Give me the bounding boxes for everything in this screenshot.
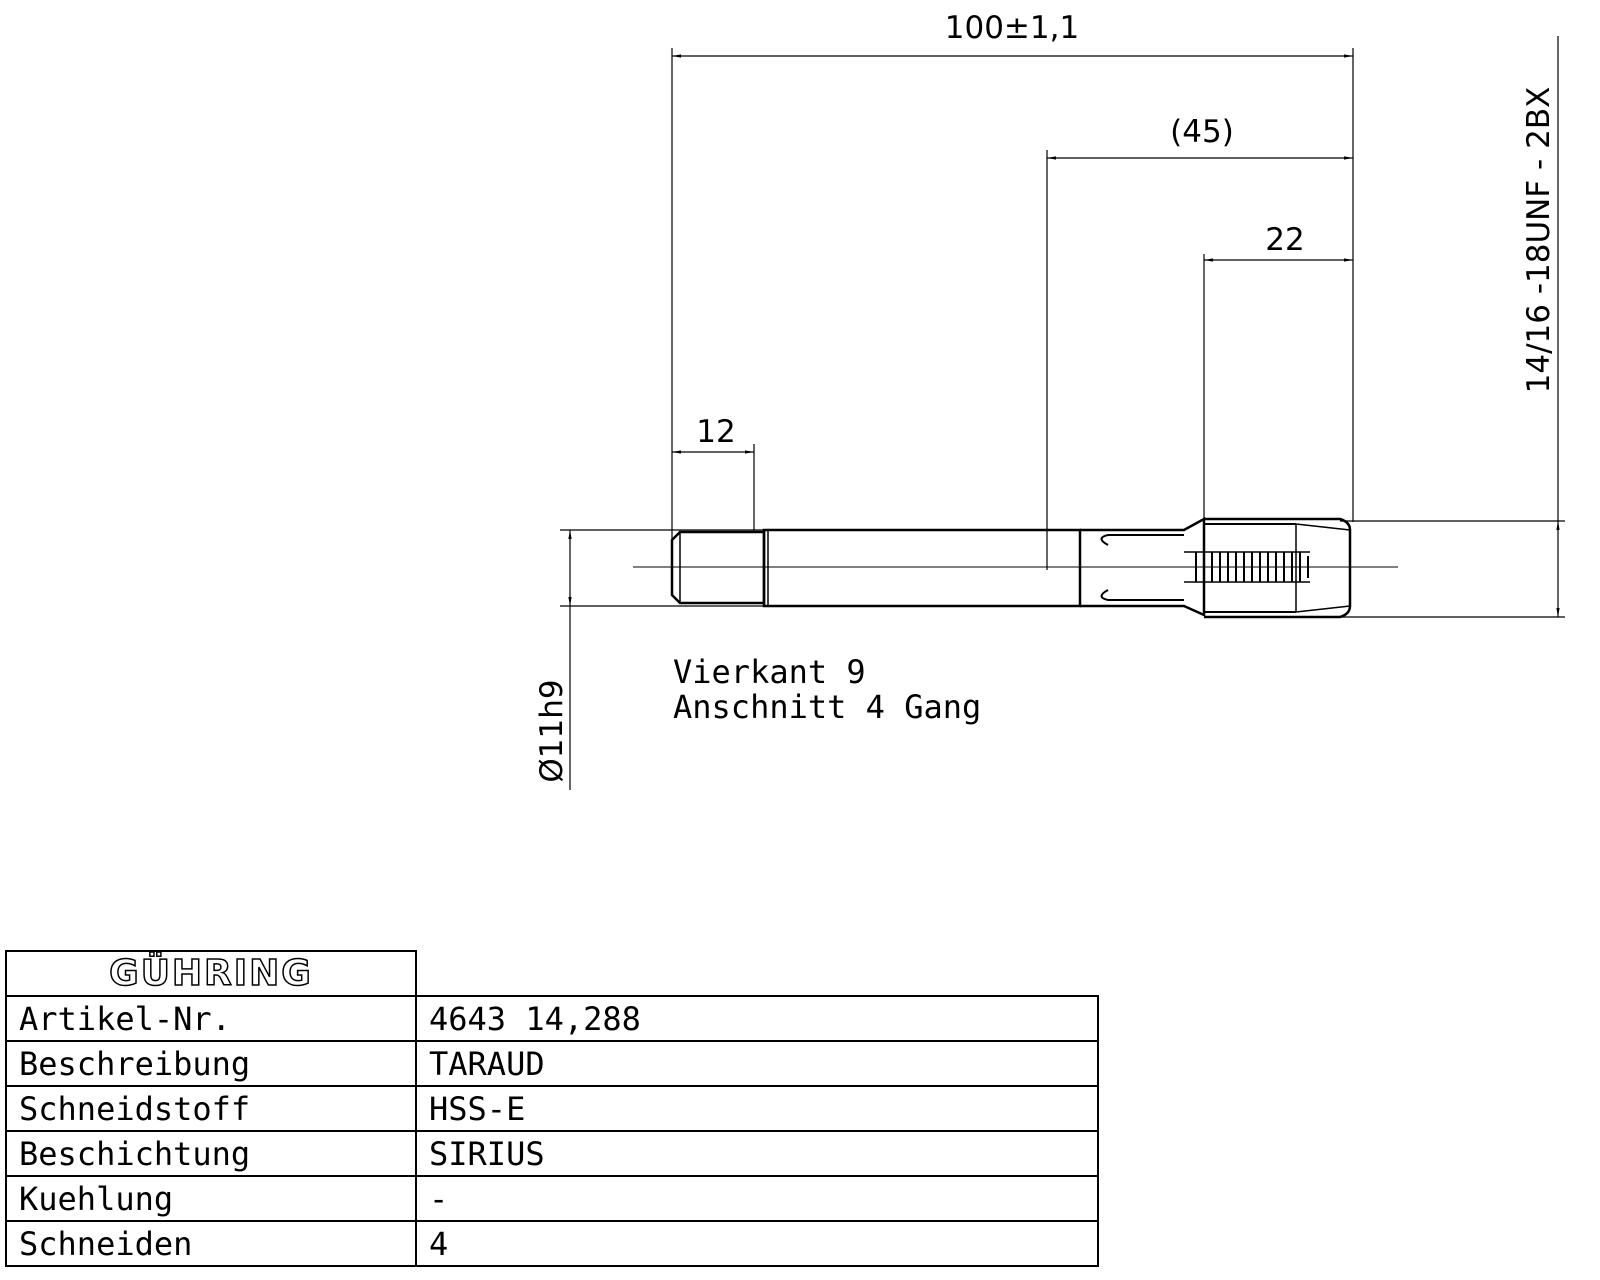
table-row: Beschreibung TARAUD (5, 1040, 1099, 1087)
threaded-body (1204, 517, 1352, 619)
logo-cell: GÜHRING (5, 950, 417, 997)
thread-spec-label: 14/16 -18UNF - 2BX (1521, 87, 1557, 394)
table-row: Kuehlung - (5, 1175, 1099, 1222)
row-value: HSS-E (415, 1085, 1099, 1132)
company-logo: GÜHRING (108, 952, 313, 995)
table-row: Artikel-Nr. 4643 14,288 (5, 995, 1099, 1042)
row-value: TARAUD (415, 1040, 1099, 1087)
shank (762, 528, 1082, 608)
table-row: Beschichtung SIRIUS (5, 1130, 1099, 1177)
row-value: 4643 14,288 (415, 995, 1099, 1042)
row-label: Schneidstoff (5, 1085, 417, 1132)
dimension-lines (568, 36, 1560, 790)
table-row: Schneidstoff HSS-E (5, 1085, 1099, 1132)
row-value: SIRIUS (415, 1130, 1099, 1177)
title-block-logo-row: GÜHRING (5, 950, 1098, 997)
thread-section-length-label: (45) (1170, 114, 1234, 150)
tap-tool-outline (633, 516, 1398, 619)
row-label: Beschichtung (5, 1130, 417, 1177)
note-square-size: Vierkant 9 (673, 653, 866, 691)
shank-diameter-label: Ø11h9 (534, 679, 570, 782)
row-label: Schneiden (5, 1220, 417, 1267)
thread-length-label: 22 (1265, 222, 1304, 258)
row-value: 4 (415, 1220, 1099, 1267)
thread-pattern (1195, 552, 1309, 582)
table-row: Schneiden 4 (5, 1220, 1099, 1267)
flute-upper (1100, 534, 1184, 546)
note-chamfer: Anschnitt 4 Gang (673, 688, 981, 726)
row-label: Kuehlung (5, 1175, 417, 1222)
title-block: GÜHRING Artikel-Nr. 4643 14,288 Beschrei… (5, 950, 1099, 1267)
flute-lower (1100, 589, 1184, 601)
row-value: - (415, 1175, 1099, 1222)
overall-length-label: 100±1,1 (945, 10, 1079, 46)
row-label: Artikel-Nr. (5, 995, 417, 1042)
square-length-label: 12 (696, 414, 735, 450)
row-label: Beschreibung (5, 1040, 417, 1087)
extension-lines (560, 48, 1565, 618)
